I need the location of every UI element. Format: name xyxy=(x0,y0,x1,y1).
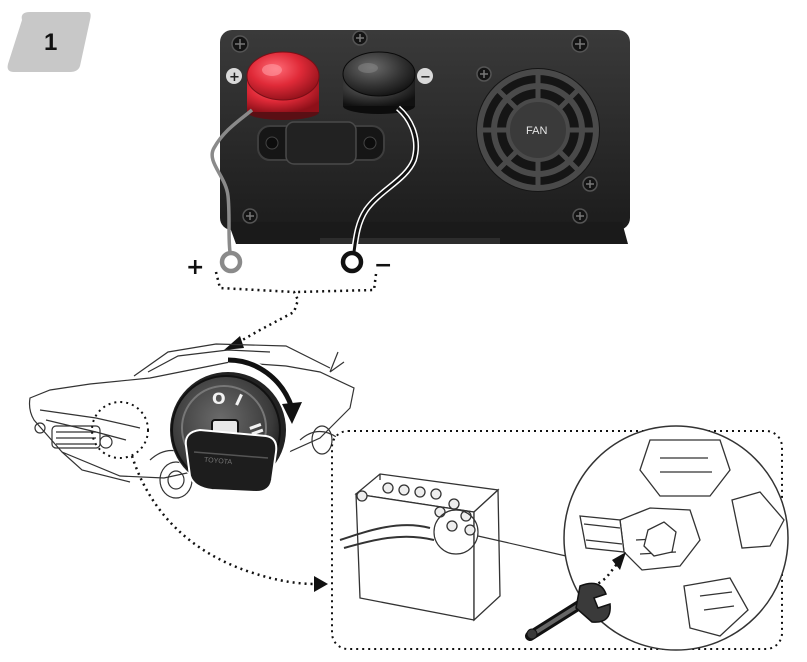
positive-lead-symbol: + xyxy=(186,255,204,280)
positive-symbol-badge: + xyxy=(226,68,242,85)
key-brand-text: TOYOTA xyxy=(204,457,233,466)
step-number: 1 xyxy=(44,29,57,56)
screw-icon xyxy=(476,66,492,82)
negative-terminal-symbol: − xyxy=(420,70,431,85)
terminal-highlight xyxy=(433,509,479,555)
terminal-closeup xyxy=(563,425,789,651)
car-battery xyxy=(339,473,501,622)
positive-cable xyxy=(210,108,254,253)
screw-icon xyxy=(352,30,368,46)
wrench-icon xyxy=(525,582,611,641)
car-illustration xyxy=(28,343,355,499)
screw-icon xyxy=(572,208,588,224)
screw-icon xyxy=(242,208,258,224)
positive-ring-terminal xyxy=(219,250,243,274)
fan-label: FAN xyxy=(526,125,547,137)
ignition-position-off: O xyxy=(212,389,226,408)
negative-cable xyxy=(352,106,418,253)
negative-terminal xyxy=(342,51,416,114)
inverter: + − FAN xyxy=(220,30,630,244)
screw-icon xyxy=(582,176,598,192)
step-badge: 1 xyxy=(7,12,91,72)
screw-icon xyxy=(571,35,589,53)
zoom-connector xyxy=(477,535,567,557)
positive-terminal-symbol: + xyxy=(229,70,240,85)
turn-arrow xyxy=(227,357,295,409)
fan-grille-icon: FAN xyxy=(476,68,600,192)
fuse-icon xyxy=(257,121,385,165)
arrowhead-icon xyxy=(612,552,626,570)
arrowhead-icon xyxy=(224,336,244,350)
positive-terminal xyxy=(246,51,320,120)
car-key: TOYOTA xyxy=(184,419,278,494)
negative-ring-terminal xyxy=(340,250,364,274)
negative-lead-symbol: − xyxy=(374,253,392,278)
engine-to-battery-path xyxy=(130,455,317,586)
negative-symbol-badge: − xyxy=(417,68,433,85)
screw-icon xyxy=(231,35,249,53)
engine-area-highlight xyxy=(91,401,149,459)
arrowhead-icon xyxy=(314,576,328,592)
lead-to-ignition-path xyxy=(214,271,300,348)
arrowhead-icon xyxy=(282,402,302,424)
